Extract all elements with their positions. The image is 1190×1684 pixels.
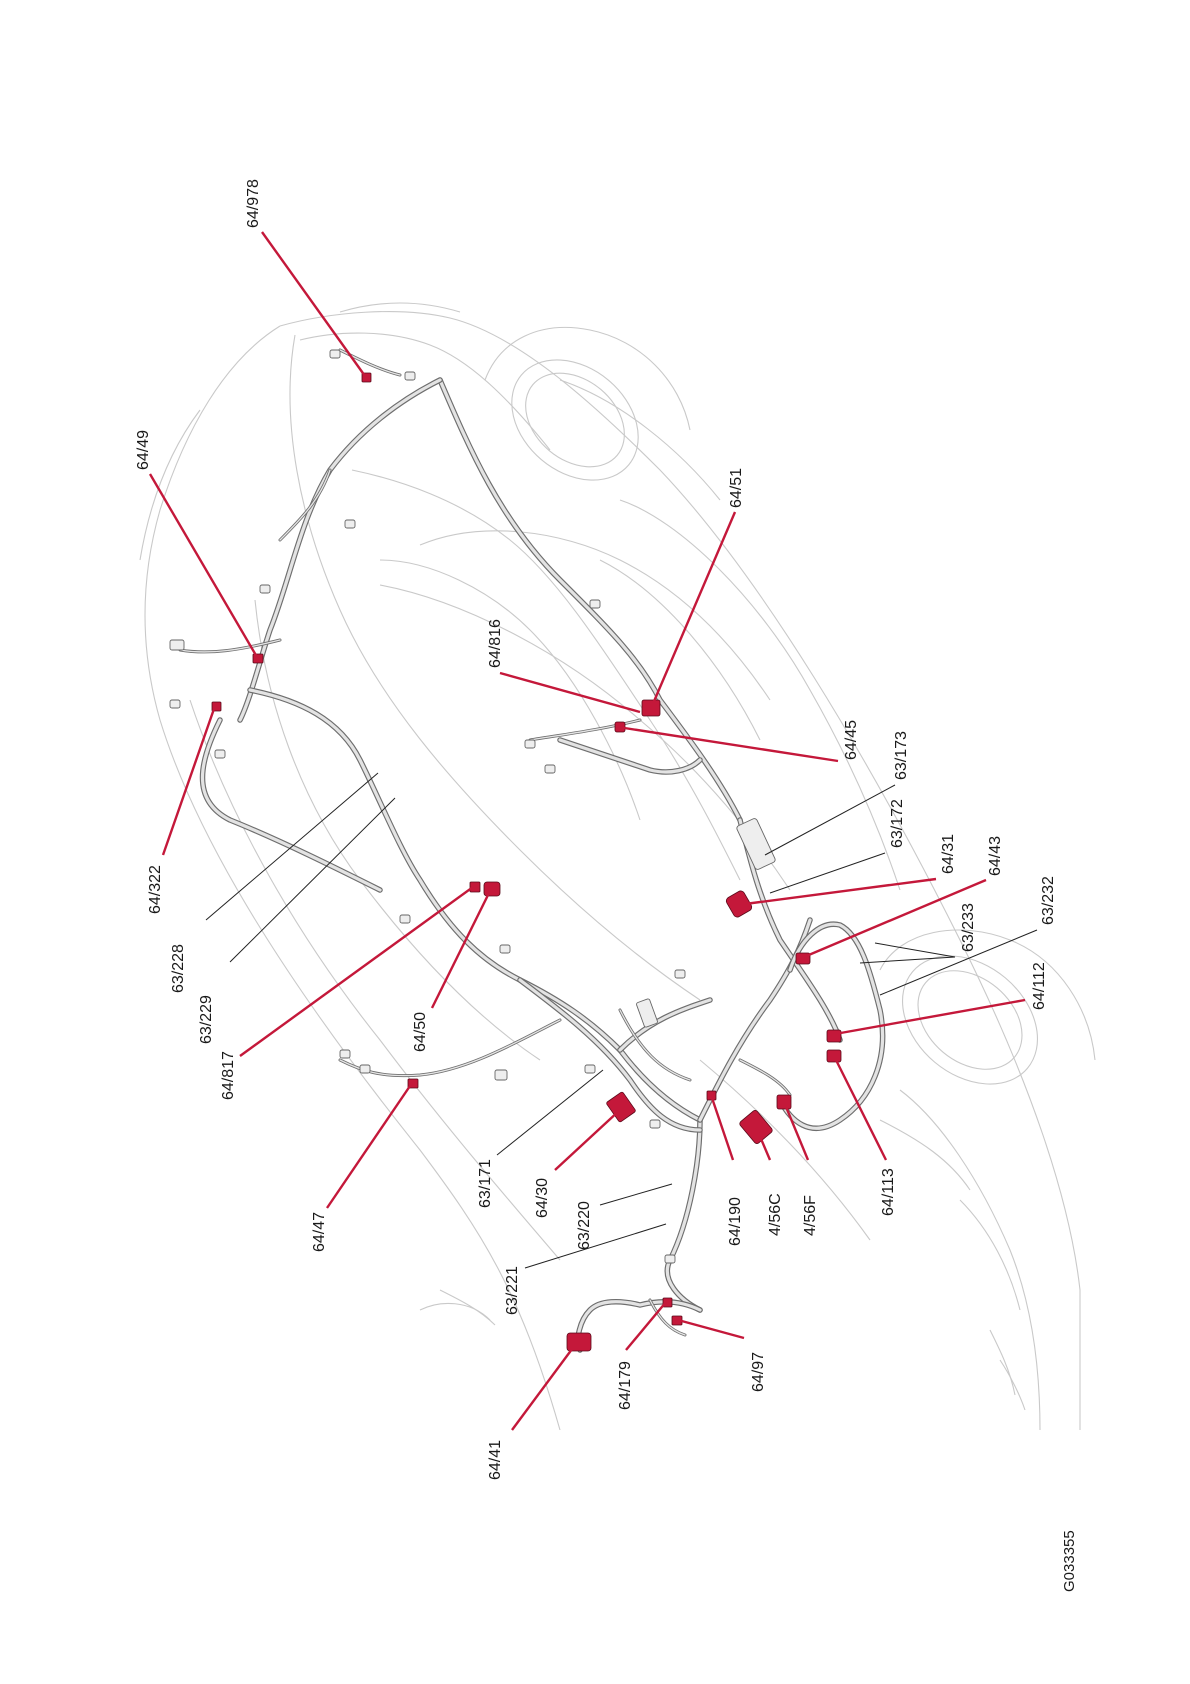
label-64-113: 64/113: [880, 1168, 897, 1216]
figure-code: G033355: [1061, 1530, 1078, 1592]
label-64-817: 64/817: [220, 1051, 237, 1100]
label-63-229: 63/229: [198, 995, 215, 1044]
connector-64-51[interactable]: [642, 700, 660, 716]
label-64-97: 64/97: [750, 1352, 767, 1392]
label-64-43: 64/43: [987, 836, 1004, 876]
label-63-173: 63/173: [893, 731, 910, 780]
label-63-172: 63/172: [889, 799, 906, 848]
connector-64-41[interactable]: [567, 1333, 591, 1351]
label-64-112: 64/112: [1031, 962, 1048, 1010]
connector-64-50[interactable]: [484, 882, 500, 896]
label-64-30: 64/30: [534, 1178, 551, 1218]
label-63-220: 63/220: [576, 1201, 593, 1250]
label-4-56F: 4/56F: [802, 1195, 819, 1236]
label-63-171: 63/171: [477, 1159, 494, 1208]
label-64-47: 64/47: [311, 1212, 328, 1252]
label-63-233: 63/233: [960, 903, 977, 952]
label-4-56C: 4/56C: [767, 1193, 784, 1236]
label-64-322: 64/322: [147, 865, 164, 914]
label-63-232: 63/232: [1040, 876, 1057, 925]
label-64-49: 64/49: [135, 430, 152, 470]
label-63-228: 63/228: [170, 944, 187, 993]
label-64-45: 64/45: [843, 720, 860, 760]
label-64-179: 64/179: [617, 1361, 634, 1410]
label-64-50: 64/50: [412, 1012, 429, 1052]
label-64-51: 64/51: [728, 468, 745, 508]
label-64-978: 64/978: [245, 179, 262, 228]
label-64-816: 64/816: [487, 619, 504, 668]
connector-64-49[interactable]: [253, 654, 263, 663]
connector-64-112[interactable]: [827, 1030, 841, 1042]
label-64-190: 64/190: [727, 1197, 744, 1246]
label-64-41: 64/41: [487, 1440, 504, 1480]
label-64-31: 64/31: [940, 834, 957, 874]
component-labels: 64/978 64/49 64/51 64/816 64/45 63/173 6…: [135, 179, 1057, 1480]
label-63-221: 63/221: [504, 1266, 521, 1315]
